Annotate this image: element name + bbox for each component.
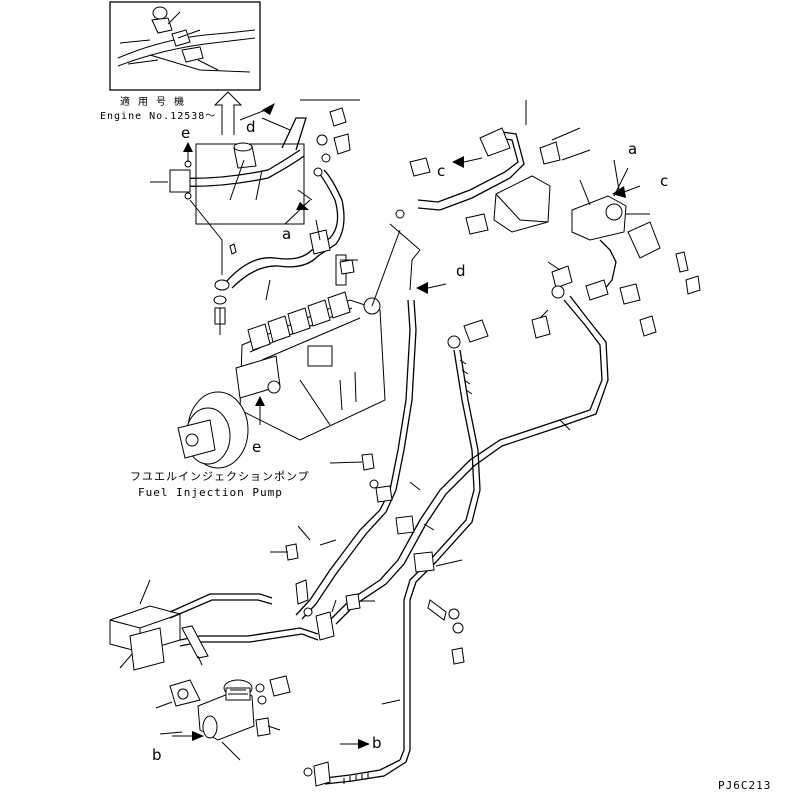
part-name-japanese: フユエルインジェクションポンプ [130,470,310,483]
callout-b: b [372,734,382,752]
callout-c: c [660,172,669,190]
callout-a: a [628,140,638,158]
main-fuel-pipes [270,295,609,787]
fuel-feed-pump [109,579,319,761]
drawing-code: PJ6C213 [718,779,772,792]
inset-engine-number: Engine No.12538～ [100,111,217,122]
callout-e: e [252,438,262,456]
callout-c: c [437,162,446,180]
callout-e: e [181,124,191,142]
inset-applicable-label: 適 用 号 機 [120,97,186,108]
inset-detail [109,1,261,91]
upper-left-fuel-line [150,99,360,335]
fuel-injection-pump [177,229,401,469]
callout-d: d [246,118,256,136]
callout-b: b [152,746,162,764]
upper-right-assembly [389,100,701,349]
part-name-english: Fuel Injection Pump [138,486,283,499]
callout-d: d [456,262,466,280]
callout-a: a [282,225,292,243]
